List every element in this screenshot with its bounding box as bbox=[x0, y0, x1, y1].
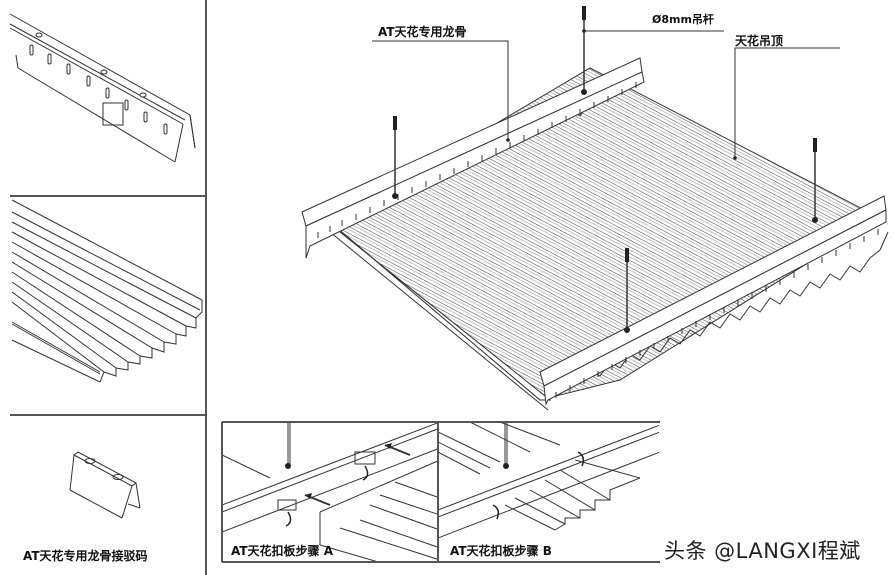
step-a-caption: AT天花扣板步骤 A bbox=[231, 544, 334, 558]
rod-nut bbox=[503, 463, 509, 469]
rod-nut bbox=[285, 463, 291, 469]
connector-caption: AT天花专用龙骨接驳码 bbox=[23, 549, 148, 563]
rod-label: Ø8mm吊杆 bbox=[652, 13, 714, 26]
watermark: 头条 @LANGXI程斌 bbox=[664, 539, 861, 563]
step-b-caption: AT天花扣板步骤 B bbox=[450, 544, 552, 558]
ceiling-leader-line bbox=[734, 47, 840, 158]
hanger-rods bbox=[394, 8, 816, 330]
keel-rail-bottom bbox=[539, 195, 887, 406]
keel-rail-top bbox=[301, 57, 645, 259]
keel-leader-line bbox=[372, 40, 509, 140]
keel-label: AT天花专用龙骨 bbox=[378, 25, 467, 39]
ceiling-label: 天花吊顶 bbox=[735, 34, 784, 48]
